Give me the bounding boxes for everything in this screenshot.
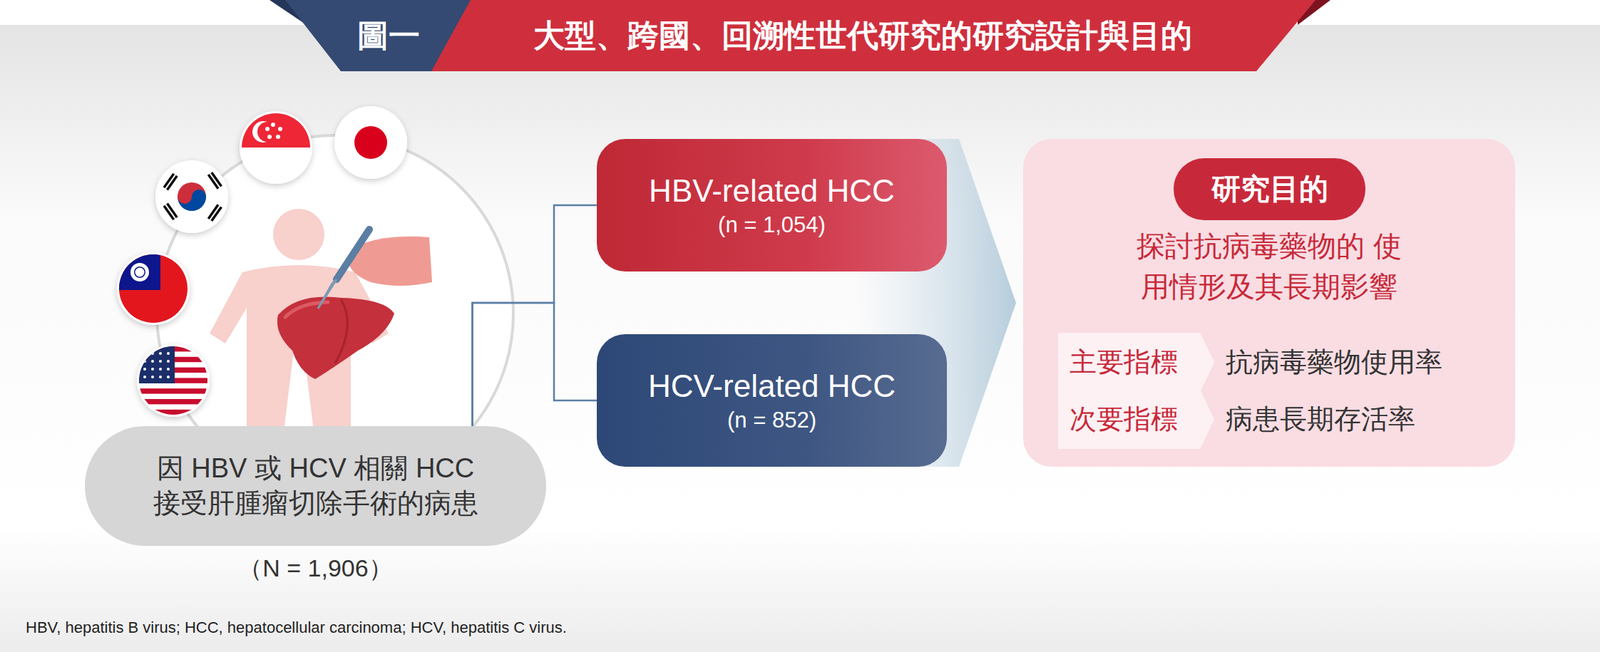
node-text: 因 HBV 或 HCV 相關 HCC 接受肝腫瘤切除手術的病患 <box>144 451 487 522</box>
drawing-part <box>163 203 179 222</box>
drawing-part <box>241 113 311 148</box>
drawing-part <box>134 266 146 279</box>
objective-panel: 探討抗病毒藥物的 使用情形及其長期影響抗病毒藥物使用率病患長期存活率 研究目的主要… <box>1023 139 1516 468</box>
drawing-part <box>207 171 223 190</box>
drawing-part <box>119 254 161 291</box>
node-text: HBV-related HCC <box>648 171 895 211</box>
flag-star <box>143 352 147 356</box>
drawing-part <box>354 126 388 160</box>
drawing-part <box>191 189 207 204</box>
flag-taiwan <box>116 252 190 326</box>
flag-star <box>151 352 155 356</box>
drawing-part <box>278 126 283 132</box>
drawing-part <box>334 106 408 179</box>
flag-stripe <box>139 399 208 405</box>
drawing-part <box>241 113 311 182</box>
flag-stripe <box>139 388 208 394</box>
hcv-group-box: HCV-related HCC(n = 852) <box>596 334 947 468</box>
flag-star <box>159 375 162 379</box>
drawing-part <box>136 344 210 418</box>
drawing-part <box>207 203 223 222</box>
drawing-part <box>166 203 179 219</box>
flag-star <box>143 360 147 363</box>
objective-heading: 研究目的 <box>1173 158 1366 221</box>
hbv-group-box: HBV-related HCC(n = 1,054) <box>596 139 947 272</box>
flag-star <box>151 375 155 379</box>
drawing-part <box>155 160 229 234</box>
secondary-tag: 次要指標 <box>1058 390 1215 450</box>
drawing-part <box>163 173 179 192</box>
flag-star <box>166 360 170 363</box>
title-band <box>431 0 1316 72</box>
flag-star <box>166 367 170 371</box>
drawing-part <box>239 111 313 184</box>
drawing-part <box>270 122 276 127</box>
flag-singapore <box>239 111 313 184</box>
flag-canton <box>139 346 175 384</box>
drawing-part <box>335 299 348 364</box>
drawing-part <box>139 346 208 415</box>
flag-star <box>143 367 147 371</box>
tag-fill <box>1058 332 1215 393</box>
liver-organ <box>277 296 395 380</box>
drawing-part <box>318 279 337 309</box>
flag-korea <box>155 160 229 234</box>
surgeon-hand <box>318 229 433 309</box>
flag-star <box>159 360 162 363</box>
drawing-part <box>277 296 395 380</box>
drawing-part <box>273 208 325 261</box>
flag-japan <box>334 106 408 179</box>
drawing-part <box>210 171 223 188</box>
drawing-part <box>130 263 150 282</box>
flag-usa <box>136 344 210 418</box>
drawing-part <box>210 206 223 222</box>
flag-star <box>159 352 162 356</box>
drawing-part <box>119 254 188 323</box>
node-text: HCV-related HCC <box>648 366 896 406</box>
flag-star <box>166 375 170 379</box>
bracket-connector <box>472 303 597 427</box>
drawing-part <box>177 189 192 204</box>
primary-tag: 主要指標 <box>1058 332 1215 393</box>
node-text: 次要指標 <box>1069 401 1178 438</box>
objective-text: 探討抗病毒藥物的 使用情形及其長期影響 <box>1133 226 1405 308</box>
drawing-part <box>163 171 223 222</box>
sample-size-note: （N = 1,906） <box>84 551 547 585</box>
figure-number: 圖一 <box>313 0 464 72</box>
node-text: 主要指標 <box>1069 344 1178 381</box>
tag-fill <box>1058 390 1215 450</box>
node-text: 研究目的 <box>1211 169 1329 209</box>
flag-stripe <box>139 409 208 415</box>
flag-star <box>151 360 155 363</box>
metric-text: 抗病毒藥物使用率 <box>1225 338 1443 386</box>
drawing-part <box>336 229 370 280</box>
drawing-part <box>267 134 272 140</box>
flag-star <box>143 375 147 379</box>
flag-star <box>166 352 170 356</box>
drawing-part <box>119 254 188 323</box>
node-text: (n = 852) <box>727 405 817 436</box>
drawing-part <box>257 121 278 142</box>
title-text: 大型、跨國、回溯性世代研究的研究設計與目的 <box>456 0 1270 72</box>
metric-text: 病患長期存活率 <box>1225 395 1416 443</box>
flag-star <box>151 367 155 371</box>
abbreviation-footnote: HBV, hepatitis B virus; HCC, hepatocellu… <box>25 617 567 639</box>
drawing-part <box>275 134 281 140</box>
background-band <box>0 24 1600 652</box>
drawing-part <box>166 175 179 192</box>
node-text: (n = 1,054) <box>718 210 826 241</box>
patient-group-pill: 因 HBV 或 HCV 相關 HCC 接受肝腫瘤切除手術的病患 <box>84 426 547 547</box>
drawing-part <box>135 268 145 278</box>
drawing-part <box>265 126 270 132</box>
bracket-connector <box>472 205 597 427</box>
flag-star <box>159 367 162 371</box>
drawing-part <box>241 113 311 182</box>
drawing-part <box>116 252 190 326</box>
drawing-part <box>139 346 208 415</box>
